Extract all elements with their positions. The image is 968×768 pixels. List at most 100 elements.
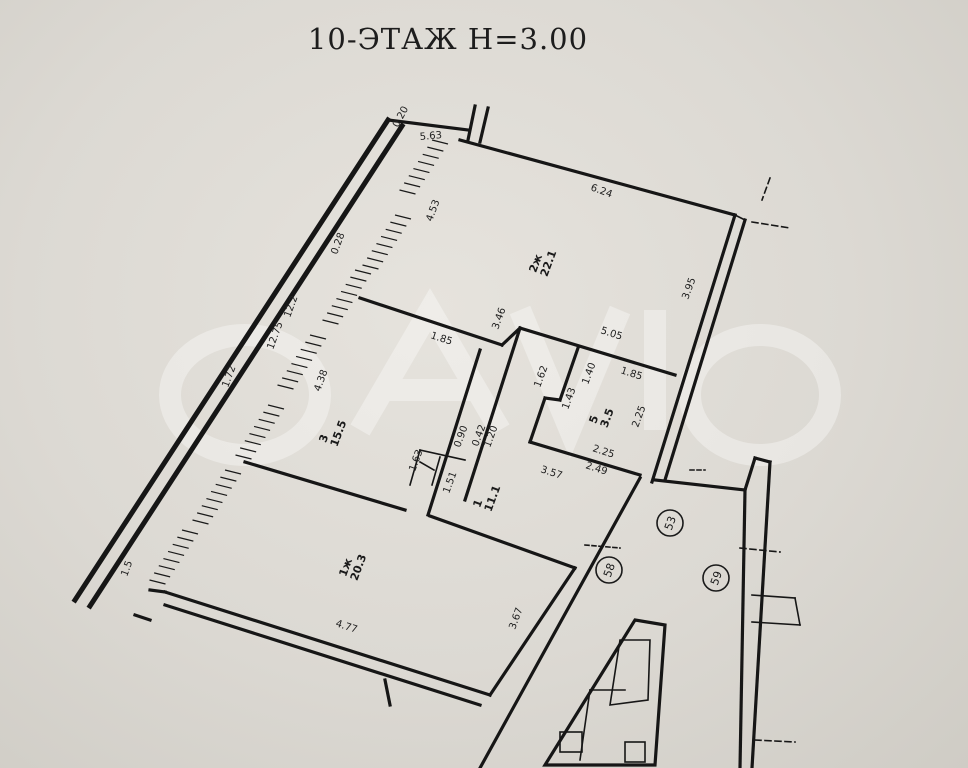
window-hatch-line bbox=[371, 250, 388, 256]
window-hatch-line bbox=[267, 404, 285, 410]
window-hatch-line bbox=[408, 175, 425, 181]
window-hatch-line bbox=[277, 384, 294, 390]
window-hatch-line bbox=[305, 341, 322, 347]
window-hatch-line bbox=[376, 242, 393, 249]
room-number: 2ж bbox=[526, 252, 545, 274]
window-hatch-line bbox=[249, 432, 266, 439]
window-hatch-line bbox=[291, 362, 308, 369]
window-hatch-line bbox=[177, 536, 194, 542]
outer-wall bbox=[71, 104, 490, 610]
dimension-label: 2.25 bbox=[591, 443, 616, 460]
window-hatch-line bbox=[172, 543, 189, 549]
window-hatch-line bbox=[244, 440, 261, 446]
window-hatch-line bbox=[158, 565, 175, 571]
section-marker-circle bbox=[595, 556, 623, 584]
window-hatch-line bbox=[215, 483, 232, 489]
window-hatch-line bbox=[340, 290, 358, 297]
room-area: 3.5 bbox=[598, 407, 617, 430]
dimension-label: 3.95 bbox=[680, 276, 698, 301]
window-hatch-line bbox=[399, 189, 416, 195]
window-hatch-line bbox=[427, 146, 444, 152]
room-label: 111.1 bbox=[470, 483, 503, 513]
section-marker-label: 59 bbox=[708, 569, 725, 587]
window-hatch-line bbox=[417, 160, 435, 167]
section-marker-label: 53 bbox=[662, 514, 679, 532]
room-area: 22.1 bbox=[538, 248, 559, 278]
room-area: 15.5 bbox=[328, 418, 349, 448]
dimension-label: 0.20 bbox=[391, 105, 411, 130]
dimension-label: 1.5 bbox=[119, 559, 135, 578]
window-hatch-line bbox=[224, 469, 242, 475]
window-hatch-line bbox=[366, 257, 384, 263]
window-hatch-line bbox=[258, 418, 275, 424]
axis-marks bbox=[584, 176, 796, 743]
window-hatch-line bbox=[354, 269, 372, 275]
section-marker-circle bbox=[656, 509, 684, 537]
window-hatch-line bbox=[239, 447, 257, 453]
window-hatch-line bbox=[196, 512, 214, 518]
dimension-label: 3.57 bbox=[539, 464, 564, 481]
dimension-label: 3.67 bbox=[507, 606, 525, 631]
dimension-label: 1.85 bbox=[619, 365, 644, 382]
dimension-label: 6.24 bbox=[589, 182, 614, 200]
window-hatch-line bbox=[331, 305, 348, 311]
room-area: 11.1 bbox=[482, 483, 503, 513]
window-hatch-line bbox=[153, 572, 171, 578]
window-hatch-line bbox=[295, 355, 313, 362]
dimension-label: 4.77 bbox=[334, 618, 359, 635]
window-hatch-line bbox=[286, 370, 303, 376]
window-hatch-line bbox=[422, 153, 439, 159]
window-hatch-line bbox=[192, 519, 209, 525]
window-hatch-line bbox=[394, 214, 412, 220]
window-hatch-line bbox=[206, 497, 223, 504]
window-hatch-line bbox=[326, 312, 344, 318]
window-hatch-line bbox=[322, 319, 339, 325]
section-markers: 53 58 59 bbox=[595, 509, 730, 592]
window-hatch-line bbox=[163, 557, 180, 564]
window-hatch-line bbox=[181, 529, 199, 535]
section-marker-label: 58 bbox=[601, 561, 618, 579]
dimension-label: 1.51 bbox=[441, 470, 459, 495]
shaft-block bbox=[542, 618, 667, 767]
window-hatch-line bbox=[413, 167, 430, 174]
window-hatch-line bbox=[380, 235, 398, 242]
floor-plan-title: 10-ЭТАЖ H=3.00 bbox=[307, 22, 589, 56]
dimension-label: 5.63 bbox=[419, 130, 442, 143]
window-hatch-line bbox=[362, 264, 379, 270]
dimension-label: 12.2 bbox=[282, 294, 300, 319]
window-hatch-line bbox=[235, 454, 252, 460]
interior-walls bbox=[132, 138, 801, 768]
window-hatch-line bbox=[149, 579, 166, 585]
room-number: 1ж bbox=[336, 556, 355, 578]
window-hatch-line bbox=[167, 550, 185, 557]
section-marker-circle bbox=[702, 564, 730, 592]
window-hatch-line bbox=[385, 228, 402, 234]
window-hatching bbox=[149, 139, 449, 585]
window-hatch-line bbox=[390, 221, 407, 227]
window-hatch-line bbox=[201, 505, 218, 511]
window-hatch-line bbox=[431, 139, 449, 145]
window-hatch-line bbox=[281, 377, 299, 383]
window-hatch-line bbox=[309, 334, 327, 340]
room-area: 20.3 bbox=[348, 552, 369, 582]
window-hatch-line bbox=[253, 425, 271, 432]
room-number: 3 bbox=[316, 433, 331, 445]
dimension-label: 1.63 bbox=[407, 448, 425, 473]
dimension-label: 4.53 bbox=[424, 198, 442, 223]
window-hatch-line bbox=[403, 182, 421, 188]
window-hatch-line bbox=[336, 297, 353, 304]
dimension-label: 3.46 bbox=[490, 306, 508, 331]
window-hatch-line bbox=[300, 348, 317, 354]
window-hatch-line bbox=[345, 283, 362, 289]
window-hatch-line bbox=[350, 276, 367, 282]
window-hatch-line bbox=[210, 490, 228, 497]
room-number: 5 bbox=[586, 414, 601, 426]
window-hatch-line bbox=[220, 476, 237, 482]
window-hatch-line bbox=[263, 411, 280, 417]
room-label: 53.5 bbox=[586, 407, 617, 430]
watermark-logo bbox=[159, 288, 841, 466]
